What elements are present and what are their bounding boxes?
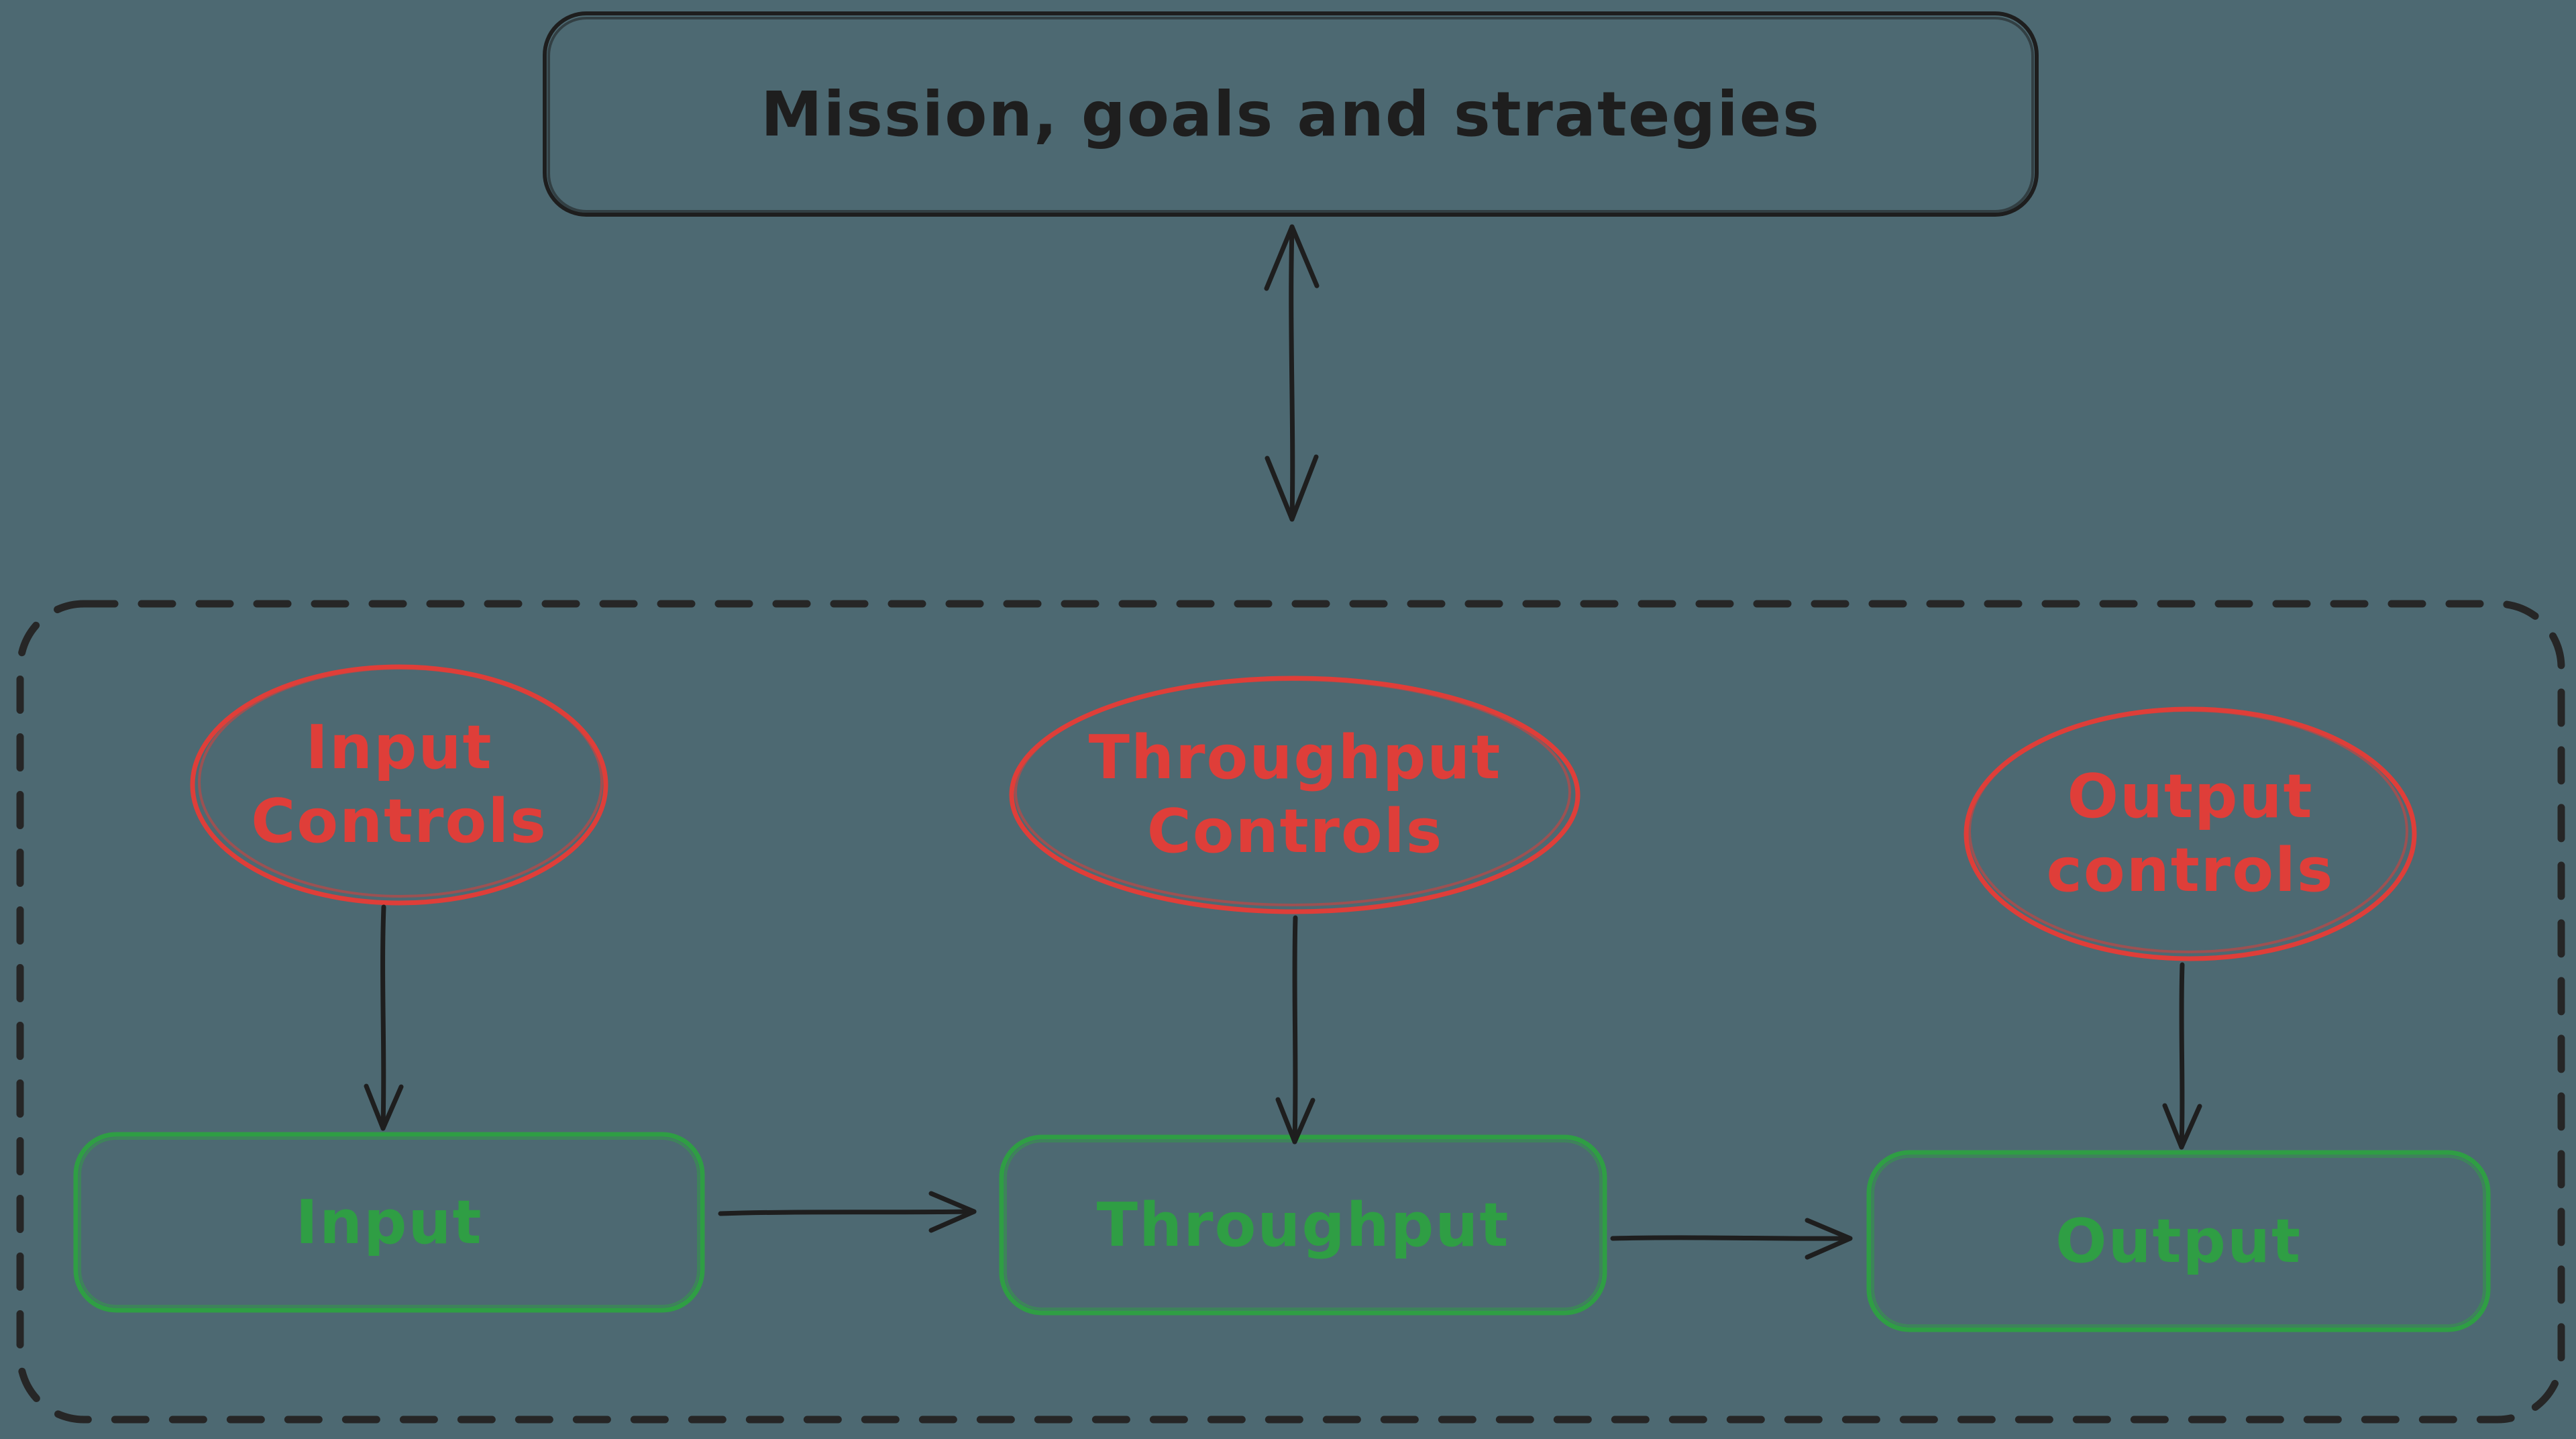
arrow-output-controls-to-output (2162, 962, 2202, 1150)
arrow-input-to-throughput (718, 1191, 977, 1233)
bidirectional-arrow (1264, 224, 1320, 522)
arrow-input-controls-to-input (364, 904, 404, 1131)
throughput-box (999, 1134, 1607, 1316)
input-controls-ellipse (190, 664, 608, 906)
system-boundary (16, 600, 2565, 1424)
output-controls-ellipse (1964, 706, 2417, 961)
mission-box (543, 11, 2039, 217)
output-box (1866, 1150, 2491, 1332)
input-box (73, 1132, 705, 1313)
arrow-throughput-controls-to-throughput (1275, 915, 1316, 1144)
arrow-throughput-to-output (1610, 1218, 1853, 1260)
throughput-controls-ellipse (1009, 676, 1580, 914)
